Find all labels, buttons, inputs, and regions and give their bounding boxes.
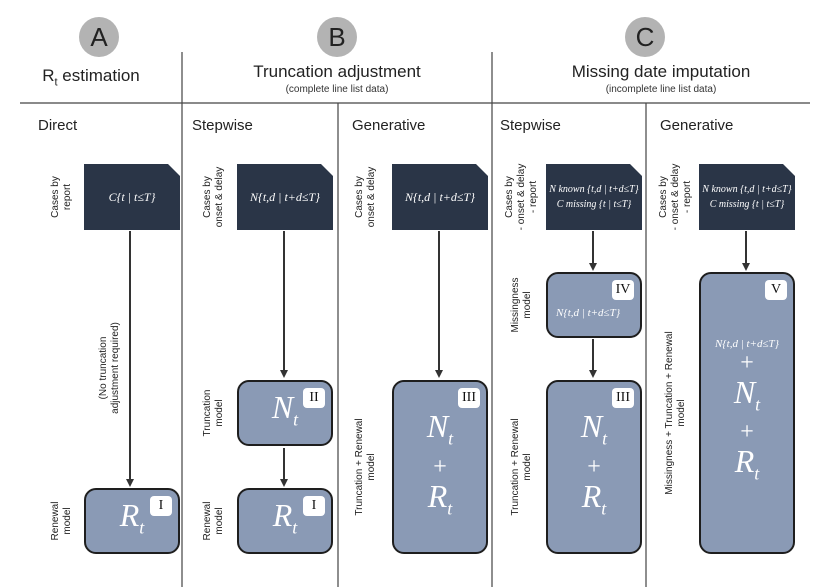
nt-symbol-2: Nt [426, 408, 454, 449]
roman-numeral-i: I [150, 496, 172, 516]
roman-numeral-i-2: I [303, 496, 325, 516]
roman-numeral-ii: II [303, 388, 325, 408]
plus-sign-3: + [740, 349, 754, 376]
roman-numeral-v: V [765, 280, 787, 300]
missing-cases-formula-2: C missing {t | t≤T} [709, 199, 785, 210]
label-truncation-renewal-c: Truncation + Renewal model [510, 418, 533, 516]
rt-symbol-4: Rt [581, 477, 607, 518]
rt-symbol-2: Rt [272, 496, 298, 538]
label-truncation-renewal-b: Truncation + Renewal model [354, 418, 377, 516]
label-renewal-model-b: Renewal model [202, 501, 225, 541]
truncation-model-box: Nt II [237, 380, 333, 446]
section-a-title-main: R [42, 66, 55, 85]
column-b-generative: Generative [352, 117, 426, 134]
section-b-title: Truncation adjustment [253, 62, 421, 81]
label-cases-by-mixed: Cases by - onset & delay - report [504, 163, 539, 231]
label-truncation-model: Truncation model [202, 389, 225, 437]
roman-numeral-iii-2: III [612, 388, 634, 408]
rt-symbol: Rt [119, 496, 145, 538]
section-b-badge: B [317, 17, 357, 57]
data-box-onset-delay-b-generative: N{t,d | t+d≤T} [392, 164, 488, 230]
label-cases-by-onset-delay: Cases by onset & delay [202, 166, 225, 228]
column-c-generative: Generative [660, 117, 734, 134]
label-cases-by-mixed-2: Cases by - onset & delay - report [658, 163, 693, 231]
section-c-title: Missing date imputation [571, 62, 751, 81]
roman-numeral-iii: III [458, 388, 480, 408]
section-a-badge: A [79, 17, 119, 57]
nt-symbol-4: Nt [733, 373, 761, 414]
renewal-model-box-b: Rt I [237, 488, 333, 554]
section-c-subtitle: (incomplete line list data) [605, 84, 717, 95]
onset-delay-formula: N{t,d | t+d≤T} [250, 189, 320, 204]
full-model-box: N{t,d | t+d≤T} + Nt + Rt V [699, 272, 795, 554]
data-box-report: C{t | t≤T} [84, 164, 180, 230]
column-direct: Direct [38, 117, 78, 134]
label-renewal-model-a: Renewal model [50, 501, 73, 541]
rt-symbol-3: Rt [427, 477, 453, 518]
missingness-formula: N{t,d | t+d≤T} [556, 307, 621, 319]
report-cases-formula: C{t | t≤T} [109, 190, 156, 205]
section-c-badge: C [625, 17, 665, 57]
plus-sign-2: + [587, 453, 601, 480]
section-b-subtitle: (complete line list data) [285, 84, 389, 95]
onset-delay-formula-2: N{t,d | t+d≤T} [405, 189, 475, 204]
truncation-renewal-model-box-b: Nt + Rt III [392, 380, 488, 554]
truncation-renewal-model-box-c: Nt + Rt III [546, 380, 642, 554]
nt-symbol: Nt [271, 388, 299, 430]
label-cases-by-onset-delay-2: Cases by onset & delay [354, 166, 377, 228]
section-c-letter: C [635, 21, 655, 52]
column-c-stepwise: Stepwise [500, 117, 561, 134]
report-cases-text: C{t | t≤T} [108, 189, 156, 204]
section-b-letter: B [328, 21, 346, 52]
label-no-truncation: (No truncation adjustment required) [98, 322, 121, 414]
plus-sign-1: + [433, 453, 447, 480]
roman-numeral-iv: IV [612, 280, 634, 300]
nt-symbol-3: Nt [580, 408, 608, 449]
rt-symbol-5: Rt [734, 443, 760, 484]
section-a-title: Rt estimation [0, 66, 182, 88]
missingness-model-box: N{t,d | t+d≤T} IV [546, 272, 642, 338]
full-model-formula: N{t,d | t+d≤T} [714, 337, 780, 350]
section-a-title-sub: t [54, 76, 58, 89]
section-a-letter: A [90, 21, 108, 52]
data-box-mixed-c-stepwise: N known {t,d | t+d≤T} C missing {t | t≤T… [546, 164, 642, 230]
plus-sign-4: + [740, 419, 754, 445]
section-a-title-rest: estimation [57, 66, 140, 85]
known-cases-formula-2: N known {t,d | t+d≤T} [702, 184, 792, 195]
missing-cases-formula: C missing {t | t≤T} [556, 199, 632, 210]
data-box-onset-delay-b-stepwise: N{t,d | t+d≤T} [237, 164, 333, 230]
renewal-model-box-a: Rt I [84, 488, 180, 554]
column-b-stepwise: Stepwise [192, 117, 253, 134]
label-cases-by-report: Cases by report [50, 176, 73, 218]
known-cases-formula: N known {t,d | t+d≤T} [549, 184, 639, 195]
data-box-mixed-c-generative: N known {t,d | t+d≤T} C missing {t | t≤T… [699, 164, 795, 230]
label-missingness-truncation-renewal: Missingness + Truncation + Renewal model [664, 331, 687, 495]
label-missingness-model: Missingness model [510, 277, 533, 333]
